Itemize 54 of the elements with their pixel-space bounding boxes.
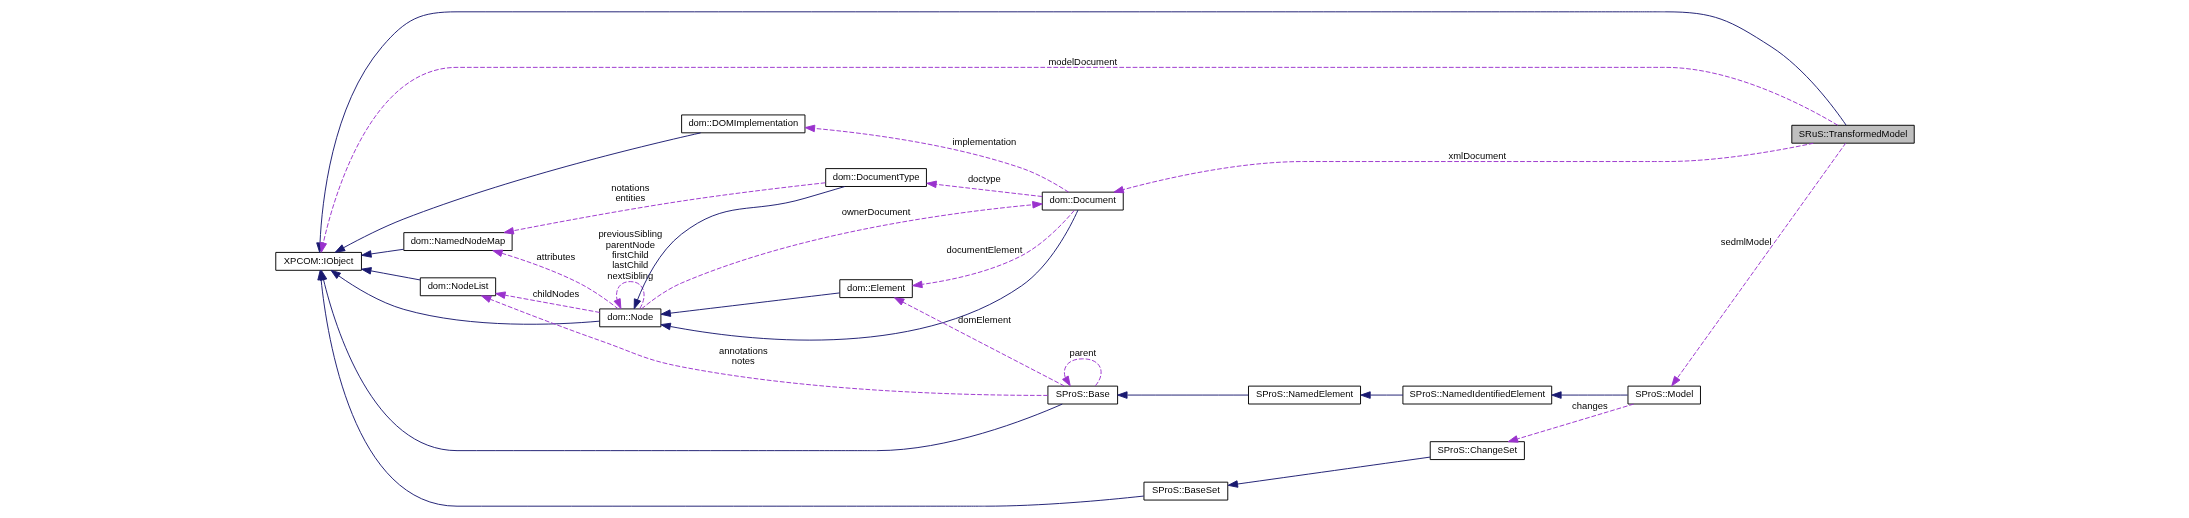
node-box: dom::NamedNodeMap xyxy=(402,232,513,251)
edge-label: previousSibling parentNode firstChild lastChild nextSibling xyxy=(597,228,662,281)
edge-label: doctype xyxy=(967,173,1001,185)
arrow xyxy=(360,267,421,281)
arrow xyxy=(491,249,619,310)
arrow xyxy=(330,269,600,325)
arrow xyxy=(360,248,404,258)
edge-label: implementation xyxy=(951,135,1016,147)
node-box: SProS::Model xyxy=(1627,385,1701,405)
arrow xyxy=(925,180,1043,197)
edge-label: sedmlModel xyxy=(1720,236,1772,248)
node-box: SProS::NamedElement xyxy=(1247,385,1361,405)
edge-label: parent xyxy=(1068,346,1096,358)
node-box: dom::NodeList xyxy=(419,277,496,297)
node-box: dom::Document xyxy=(1041,191,1124,211)
arrow xyxy=(1670,142,1846,387)
arrow xyxy=(660,292,840,317)
arrow xyxy=(1359,391,1403,399)
arrow xyxy=(1550,391,1628,399)
arrow xyxy=(660,209,1078,341)
arrow xyxy=(503,182,826,235)
arrow xyxy=(1061,358,1102,387)
edge-label: annotations notes xyxy=(718,344,768,366)
arrow xyxy=(1113,142,1814,194)
arrow xyxy=(640,201,1043,310)
arrow xyxy=(613,281,644,310)
edge-label: xmlDocument xyxy=(1448,149,1506,161)
node-box: dom::Node xyxy=(598,308,661,328)
arrow xyxy=(893,297,1065,387)
arrow xyxy=(804,124,1069,193)
arrow xyxy=(1507,403,1634,443)
arrow xyxy=(911,209,1075,289)
arrow xyxy=(494,291,600,313)
edge-label: attributes xyxy=(536,251,575,263)
edge-label: documentElement xyxy=(945,243,1022,255)
node-box: SProS::NamedIdentifiedElement xyxy=(1401,385,1552,405)
arrow xyxy=(480,295,1048,396)
node-box: SRuS::TransformedModel xyxy=(1790,124,1915,144)
arrow xyxy=(1227,456,1431,488)
node-box: dom::Element xyxy=(838,279,913,299)
node-box: SProS::Base xyxy=(1046,385,1118,405)
edge-label: notations entities xyxy=(610,181,649,204)
node-box: dom::DocumentType xyxy=(824,168,927,187)
node-box: SProS::ChangeSet xyxy=(1429,441,1525,461)
node-box: SProS::BaseSet xyxy=(1143,481,1228,501)
edge-label: childNodes xyxy=(532,288,579,300)
arrow xyxy=(633,186,845,310)
node-box: dom::DOMImplementation xyxy=(680,114,805,134)
edge-label: changes xyxy=(1571,400,1608,412)
node-box: XPCOM::IObject xyxy=(274,251,362,271)
edge-label: ownerDocument xyxy=(841,206,910,218)
edge-label: domElement xyxy=(957,313,1011,325)
edge-label: modelDocument xyxy=(1048,55,1117,67)
arrow xyxy=(1116,391,1249,399)
